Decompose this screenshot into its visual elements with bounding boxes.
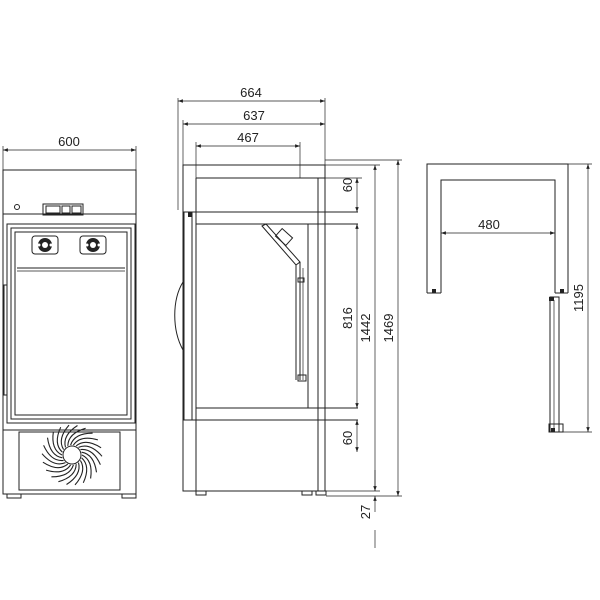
cabinet-side [182, 164, 326, 492]
dim-label-bottom-panel: 60 [340, 431, 355, 445]
dimension-body-depth: 637 [182, 108, 325, 178]
foot [315, 490, 327, 496]
dim-label-overall-height: 1469 [381, 314, 396, 343]
gauge-icon [79, 235, 107, 255]
door-edge [183, 211, 193, 421]
front-view: 600 [2, 134, 137, 499]
dimension-inner-depth: 467 [195, 130, 301, 178]
foot [121, 493, 137, 499]
door-hinge-arm [261, 223, 307, 382]
dim-label-door-inner-width: 480 [478, 217, 500, 232]
dim-label-door-height: 816 [340, 307, 355, 329]
plan-view: 480 1195 [426, 163, 592, 433]
dim-label-top-panel: 60 [340, 178, 355, 192]
dimension-door-height-plan: 1195 [563, 163, 592, 433]
foot [6, 493, 22, 499]
control-display [42, 203, 84, 216]
dimension-overall-depth: 664 [177, 85, 326, 210]
door-frame-plan [426, 163, 569, 294]
door-handle[interactable] [3, 284, 8, 396]
foot [301, 490, 313, 496]
dim-label-overall-depth: 664 [240, 85, 262, 100]
dimension-door-inner-width: 480 [441, 217, 555, 235]
status-light-icon [14, 204, 20, 210]
gauge-icon [31, 235, 59, 255]
dim-label-body-depth: 637 [243, 108, 265, 123]
dimension-door-height: 816 [340, 224, 359, 408]
dim-label-door-height-plan: 1195 [571, 284, 586, 312]
dim-label-inner-depth: 467 [237, 130, 259, 145]
dim-label-front-width: 600 [58, 134, 80, 149]
dim-label-body-height: 1442 [358, 314, 373, 343]
foot [195, 490, 207, 496]
dimension-top-panel: 60 [325, 177, 362, 212]
dimension-body-height: 1442 [325, 164, 380, 492]
fan-icon [18, 424, 121, 491]
door-profile-plan [548, 296, 564, 433]
dim-label-feet: 27 [358, 505, 373, 519]
dimension-bottom-panel: 60 [340, 420, 359, 452]
dimension-feet: 27 [358, 470, 377, 548]
cabinet-front [2, 169, 137, 495]
dimension-overall-height: 1469 [325, 159, 402, 497]
glass-door [6, 223, 136, 424]
door-handle-side[interactable] [174, 281, 184, 351]
side-view: 664 637 467 [174, 85, 402, 548]
dimension-front-width: 600 [2, 134, 137, 170]
